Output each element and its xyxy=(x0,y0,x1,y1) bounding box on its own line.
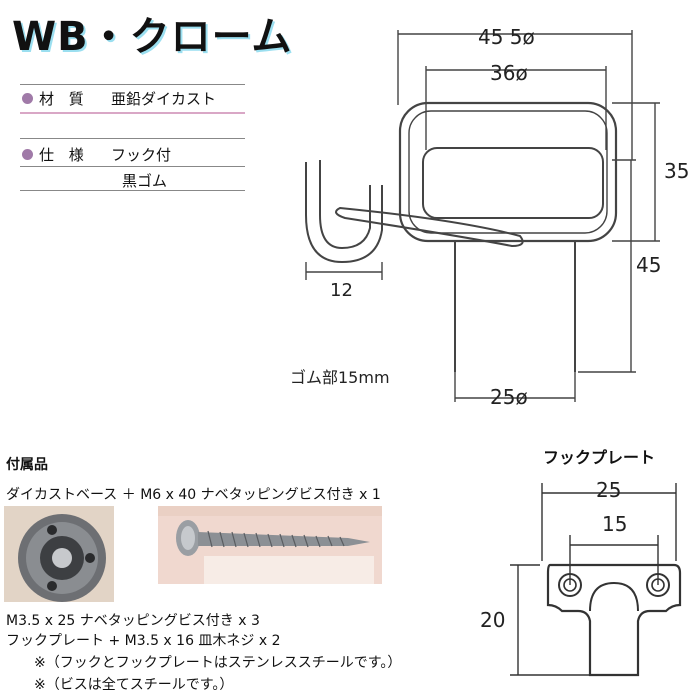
accessories-line-1: ダイカストベース ＋ M6 x 40 ナベタッピングビス付き x 1 xyxy=(6,487,381,503)
spec-rule-bottom xyxy=(20,190,245,191)
hp-dim-inner: 15 xyxy=(602,512,627,536)
spec-rule-sub xyxy=(20,166,245,167)
base-photo xyxy=(4,506,114,602)
dim-outer-width: 45 5ø xyxy=(478,25,535,49)
hook-drawing: 45 5ø 36ø 35 45 12 25ø ゴム部15mm xyxy=(290,25,689,409)
bullet-icon xyxy=(22,149,33,160)
frame-outer xyxy=(398,101,618,243)
dim-inner-width: 36ø xyxy=(490,61,528,85)
product-title: WB・クローム xyxy=(12,14,293,60)
screw-photo xyxy=(158,506,382,584)
rubber-note: ゴム部15mm xyxy=(290,368,390,387)
spec-value-spec2: 黒ゴム xyxy=(122,172,168,190)
hp-dim-outer: 25 xyxy=(596,478,621,502)
hook-arm xyxy=(335,206,524,248)
spec-row-material: 材 質 亜鉛ダイカスト xyxy=(22,88,216,109)
hook-curve-outer xyxy=(305,162,383,264)
hook-curve-inner xyxy=(319,160,371,250)
spec-row-spec2: 黒ゴム xyxy=(122,170,167,191)
spec-rule-mid xyxy=(20,112,245,114)
spec-label-spec: 仕 様 xyxy=(39,146,89,164)
dim-base-width: 25ø xyxy=(490,385,528,409)
accessories-line-2: M3.5 x 25 ナベタッピングビス付き x 3 xyxy=(6,613,260,629)
plate xyxy=(422,147,604,219)
spec-value-spec: フック付 xyxy=(111,146,172,164)
dim-height-top: 35 xyxy=(664,159,689,183)
spec-value-material: 亜鉛ダイカスト xyxy=(111,90,217,108)
accessories-note-2: ※（ビスは全てスチールです。） xyxy=(34,677,234,693)
bullet-icon xyxy=(22,93,33,104)
dim-hook-width: 12 xyxy=(330,280,353,301)
spec-row-spec: 仕 様 フック付 xyxy=(22,144,171,165)
spec-label-material: 材 質 xyxy=(39,90,89,108)
spec-rule-mid2 xyxy=(20,138,245,139)
accessories-title: 付属品 xyxy=(6,457,48,473)
hp-dim-height: 20 xyxy=(480,608,505,632)
accessories-line-3: フックプレート + M3.5 x 16 皿木ネジ x 2 xyxy=(6,633,281,649)
spec-rule-top xyxy=(20,84,245,85)
dim-height-bottom: 45 xyxy=(636,253,661,277)
hookplate-drawing: 25 15 20 xyxy=(480,478,682,677)
base-column xyxy=(454,240,576,372)
frame-inner xyxy=(408,110,608,234)
hookplate-title: フックプレート xyxy=(543,448,656,467)
accessories-note-1: ※（フックとフックプレートはステンレススチールです。） xyxy=(34,655,402,671)
